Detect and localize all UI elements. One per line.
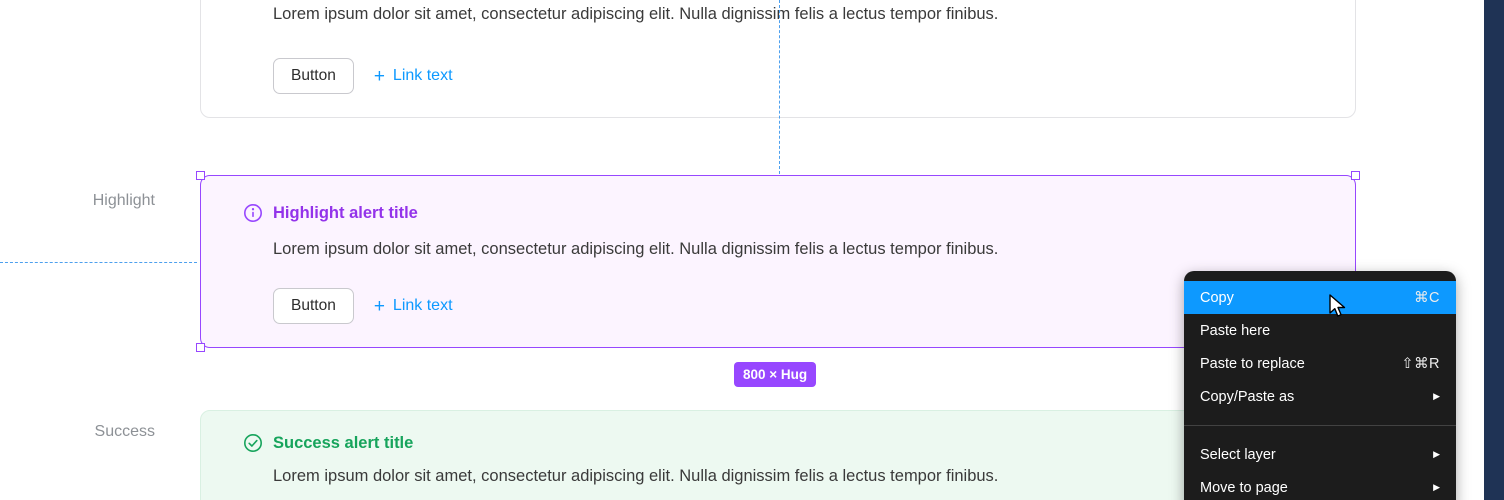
menu-item-copy[interactable]: Copy ⌘C (1184, 281, 1456, 314)
check-circle-icon (243, 433, 263, 453)
menu-item-copy-paste-as[interactable]: Copy/Paste as ▶ (1184, 380, 1456, 413)
menu-item-label: Paste here (1200, 322, 1271, 339)
menu-item-shortcut: ⌘C (1414, 289, 1440, 306)
vertical-guide-line (779, 0, 780, 174)
alert-actions: Button + Link text (273, 58, 453, 94)
alert-button[interactable]: Button (273, 58, 354, 94)
menu-item-label: Copy/Paste as (1200, 388, 1295, 405)
alert-title: Success alert title (273, 434, 414, 452)
link-label: Link text (392, 297, 453, 314)
menu-divider (1184, 425, 1456, 426)
submenu-arrow-icon: ▶ (1433, 391, 1440, 401)
menu-item-select-layer[interactable]: Select layer ▶ (1184, 438, 1456, 471)
submenu-arrow-icon: ▶ (1433, 482, 1440, 492)
alert-body-text: Lorem ipsum dolor sit amet, consectetur … (273, 240, 999, 258)
menu-item-shortcut: ⇧⌘R (1401, 355, 1440, 372)
alert-link[interactable]: + Link text (374, 297, 453, 316)
menu-item-label: Copy (1200, 289, 1234, 306)
menu-item-label: Move to page (1200, 479, 1288, 496)
alert-link[interactable]: + Link text (374, 67, 453, 86)
alert-title: Highlight alert title (273, 204, 418, 222)
alert-actions: Button + Link text (273, 288, 453, 324)
selection-handle-top-left[interactable] (196, 171, 205, 180)
plus-icon: + (373, 295, 385, 317)
size-badge: 800 × Hug (734, 362, 817, 387)
highlight-alert-card[interactable]: Highlight alert title Lorem ipsum dolor … (196, 171, 1360, 352)
menu-item-paste-here[interactable]: Paste here (1184, 314, 1456, 347)
alert-body-text: Lorem ipsum dolor sit amet, consectetur … (273, 5, 999, 23)
section-label-highlight: Highlight (92, 192, 155, 209)
success-alert-card[interactable]: Success alert title Lorem ipsum dolor si… (200, 410, 1356, 500)
menu-item-label: Paste to replace (1200, 355, 1305, 372)
alert-button[interactable]: Button (273, 288, 354, 324)
selection-handle-bottom-left[interactable] (196, 343, 205, 352)
submenu-arrow-icon: ▶ (1433, 449, 1440, 459)
mouse-cursor-icon (1329, 294, 1346, 317)
context-menu: Copy ⌘C Paste here Paste to replace ⇧⌘R … (1184, 271, 1456, 500)
alert-body-text: Lorem ipsum dolor sit amet, consectetur … (273, 467, 999, 485)
menu-item-move-to-page[interactable]: Move to page ▶ (1184, 471, 1456, 500)
selection-handle-top-right[interactable] (1351, 171, 1360, 180)
section-label-success: Success (94, 423, 155, 440)
link-label: Link text (392, 67, 453, 84)
info-icon (243, 203, 263, 223)
right-panel-edge (1484, 0, 1504, 500)
menu-item-label: Select layer (1200, 446, 1276, 463)
horizontal-guide-line (0, 262, 197, 263)
menu-item-paste-to-replace[interactable]: Paste to replace ⇧⌘R (1184, 347, 1456, 380)
default-alert-card[interactable]: Lorem ipsum dolor sit amet, consectetur … (200, 0, 1356, 118)
plus-icon: + (373, 65, 385, 87)
